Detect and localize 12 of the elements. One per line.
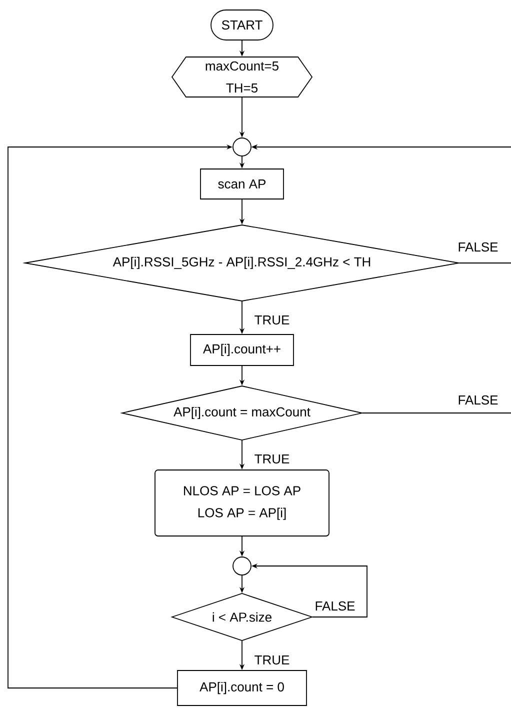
process-box: NLOS AP = LOS AP LOS AP = AP[i]	[154, 470, 330, 536]
edge-label: TRUE	[253, 314, 291, 326]
edge-label: TRUE	[253, 654, 291, 666]
edge-label: FALSE	[314, 600, 356, 612]
process-box: AP[i].count++	[190, 334, 294, 366]
edge-label: FALSE	[456, 394, 500, 406]
connector-circle	[232, 556, 252, 576]
process-box: AP[i].count = 0	[177, 670, 307, 706]
process-box: scan AP	[200, 168, 284, 200]
connector-circle	[232, 138, 252, 156]
edge-label: TRUE	[253, 453, 291, 465]
start-terminal: START	[210, 10, 274, 40]
